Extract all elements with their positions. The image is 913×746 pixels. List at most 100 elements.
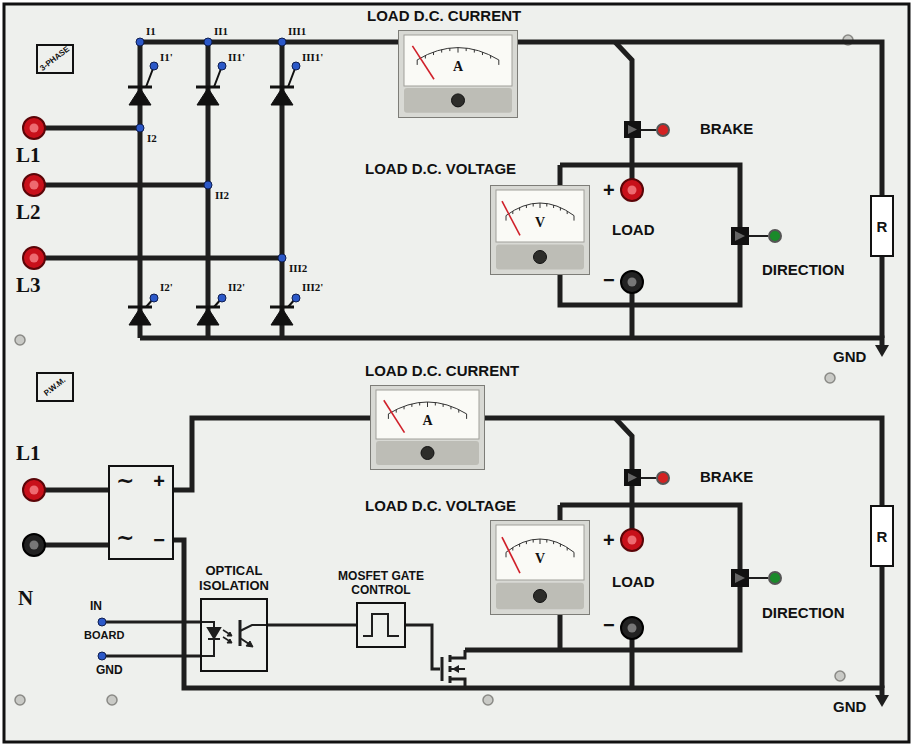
voltmeter: LOAD D.C. VOLTAGEV (490, 520, 590, 615)
wire (268, 624, 356, 627)
pin-label: I2' (160, 282, 173, 293)
led-symbol (202, 622, 220, 656)
test-point (292, 62, 300, 70)
meter-heading: LOAD D.C. VOLTAGE (365, 498, 516, 513)
wire (558, 505, 563, 520)
test-point (204, 38, 212, 46)
wire (45, 543, 108, 548)
meter-tick (533, 204, 534, 207)
thyristor-symbol (146, 66, 296, 307)
transistor-symbol (239, 620, 242, 646)
switch-block (628, 125, 637, 134)
transistor-symbol (240, 625, 266, 646)
wire (45, 488, 108, 493)
meter-needle (502, 201, 520, 235)
screw (107, 695, 117, 705)
signal-label: BOARD (84, 630, 124, 641)
resistor-label: R (872, 219, 892, 234)
ground-arrow (875, 345, 889, 357)
meter-knob (452, 94, 465, 107)
switch-block (735, 573, 745, 583)
block-heading: OPTICAL ISOLATION (189, 564, 279, 594)
ground-arrow (875, 695, 889, 707)
meter-tick (433, 52, 434, 55)
block-heading: MOSFET GATE CONTROL (321, 570, 441, 598)
mosfet-symbol (450, 650, 465, 658)
ammeter: LOAD D.C. CURRENTA (370, 385, 485, 470)
test-point (136, 124, 144, 132)
meter-tick (482, 52, 483, 55)
voltmeter: LOAD D.C. VOLTAGEV (490, 185, 590, 275)
meter-tick (506, 216, 507, 221)
meter-tick (560, 208, 561, 211)
switch-block (731, 569, 749, 587)
resistor-symbol: R (870, 505, 894, 567)
meter-tick (427, 402, 428, 407)
wire (485, 418, 882, 505)
meter-tick (512, 211, 513, 214)
resistor-symbol: R (870, 195, 894, 257)
mosfet-symbol (441, 657, 444, 681)
test-point (204, 181, 212, 189)
mosfet-symbol (450, 679, 465, 688)
wire (45, 126, 140, 131)
panel-label: BRAKE (700, 469, 753, 484)
signal-label: IN (90, 600, 102, 612)
polarity-sign: − (603, 615, 615, 635)
meter-knob (421, 447, 434, 460)
red-terminal (621, 179, 643, 201)
meter-tick (498, 60, 499, 65)
meter-face (490, 185, 590, 275)
pin-label: III1' (302, 52, 323, 63)
red-terminal (23, 174, 45, 196)
wire (45, 42, 882, 696)
test-point (136, 38, 144, 46)
meter-face (398, 30, 518, 118)
thyristor-symbol (197, 308, 219, 325)
meter-bezel (491, 521, 590, 615)
meter-face (490, 520, 590, 615)
polarity-sign: + (603, 530, 615, 550)
indicator-led (657, 472, 669, 484)
thyristor-symbol (197, 88, 219, 105)
meter-tick (435, 402, 436, 405)
meter-tick (540, 539, 541, 544)
screw (15, 35, 853, 705)
pin-label: III2' (302, 282, 323, 293)
optocoupler-symbol (202, 600, 266, 670)
wire (45, 256, 282, 261)
thyristor-symbol (271, 308, 293, 325)
red-terminal (30, 124, 39, 133)
optocoupler-box: OPTICAL ISOLATION (200, 598, 268, 672)
rectifier-pin: ~ (116, 470, 134, 492)
pin-label: II2 (215, 190, 229, 201)
meter-tick (553, 205, 554, 208)
switch-block (731, 227, 749, 245)
resistor-label: R (872, 529, 892, 544)
red-terminal (23, 117, 45, 139)
meter-arc (506, 539, 574, 552)
meter-tick (553, 541, 554, 544)
test-point (98, 38, 300, 660)
wire (140, 338, 882, 346)
test-point (278, 254, 286, 262)
pin-label: II2' (228, 282, 245, 293)
red-terminal (23, 117, 643, 551)
meter-tick (560, 544, 561, 547)
pin-label: III1 (288, 26, 306, 37)
mosfet-symbol (452, 665, 459, 673)
meter-glass (376, 441, 479, 465)
meter-unit: A (370, 414, 485, 428)
panel-tag: 3-PHASE (36, 44, 74, 74)
signal-wire (106, 621, 200, 624)
mosfet-symbol (442, 650, 465, 688)
section-tag: 3-PHASE (39, 45, 71, 73)
red-terminal (621, 529, 643, 551)
test-point (150, 62, 158, 70)
switch-block (735, 231, 745, 241)
meter-tick (546, 204, 547, 207)
meter-tick (519, 208, 520, 211)
pin-label: I1' (160, 52, 173, 63)
red-terminal (23, 247, 45, 269)
switch-block (624, 121, 641, 138)
